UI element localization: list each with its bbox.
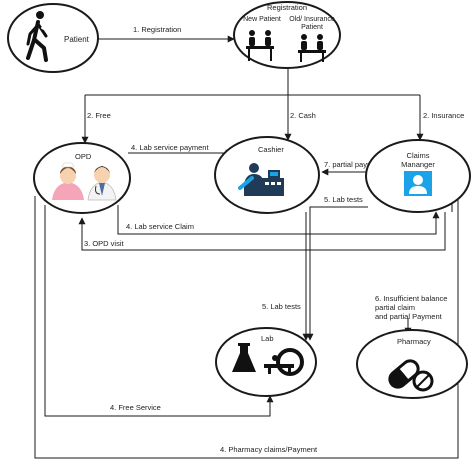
nurse-icon bbox=[52, 162, 84, 200]
edge-label-insufficient-1: 6. Insufficient balance bbox=[375, 294, 447, 303]
opd-label: OPD bbox=[75, 152, 92, 161]
node-patient: Patient bbox=[7, 3, 99, 73]
claims-manager-label-2: Mananger bbox=[401, 160, 435, 169]
patient-label: Patient bbox=[64, 35, 90, 44]
pill-icon bbox=[388, 359, 434, 392]
edge-labels: 1. Registration 2. Free 2. Cash 2. Insur… bbox=[84, 25, 464, 454]
registration-old-patient-label-2: Patient bbox=[301, 24, 323, 31]
cashier-ellipse bbox=[214, 136, 320, 214]
edge-free-service bbox=[44, 205, 274, 417]
node-claims-manager: Claims Mananger bbox=[365, 139, 471, 213]
registration-label: Registration bbox=[267, 3, 307, 12]
desk-clerk-icon bbox=[246, 30, 274, 61]
mri-scanner-icon bbox=[264, 348, 304, 376]
edge-label-free: 2. Free bbox=[87, 111, 111, 120]
edge-label-registration: 1. Registration bbox=[133, 25, 181, 34]
edge-lab-service-claim bbox=[117, 205, 440, 235]
edge-label-free-service: 4. Free Service bbox=[110, 403, 161, 412]
node-lab: Lab bbox=[215, 327, 317, 397]
claims-manager-label-1: Claims bbox=[407, 151, 430, 160]
node-cashier: Cashier bbox=[214, 136, 320, 214]
lab-label: Lab bbox=[261, 334, 274, 343]
edge-lab-tests-cashier bbox=[306, 206, 368, 341]
edge-label-lab-tests-lab: 5. Lab tests bbox=[262, 302, 301, 311]
edge-label-lab-service-claim: 4. Lab service Claim bbox=[126, 222, 194, 231]
edge-label-insurance: 2. Insurance bbox=[423, 111, 464, 120]
edge-label-insufficient-3: and partial Payment bbox=[375, 312, 443, 321]
flask-icon bbox=[232, 343, 256, 372]
registration-new-patient-label: New Patient bbox=[243, 16, 281, 23]
desk-clerk-icon-2 bbox=[298, 34, 326, 62]
doctor-icon bbox=[87, 166, 117, 201]
edge-label-opd-visit: 3. OPD visit bbox=[84, 239, 125, 248]
edge-label-partial-payment: 7. partial payment bbox=[324, 160, 385, 169]
registration-old-patient-label-1: Old/ Insurance bbox=[289, 16, 335, 23]
edge-label-lab-tests-cashier: 5. Lab tests bbox=[324, 195, 363, 204]
edge-label-insufficient-2: partial claim bbox=[375, 303, 415, 312]
cashier-register-icon bbox=[238, 163, 284, 196]
pharmacy-label: Pharmacy bbox=[397, 337, 431, 346]
user-icon bbox=[404, 171, 432, 196]
edge-label-cash: 2. Cash bbox=[290, 111, 316, 120]
node-opd: OPD bbox=[33, 142, 131, 214]
cashier-label: Cashier bbox=[258, 145, 284, 154]
edge-label-pharmacy-claims: 4. Pharmacy claims/Payment bbox=[220, 445, 318, 454]
edge-opd-visit bbox=[78, 212, 446, 251]
node-pharmacy: Pharmacy bbox=[356, 329, 468, 399]
patient-walking-icon bbox=[26, 11, 51, 62]
node-registration: Registration New Patient Old/ Insurance … bbox=[233, 1, 341, 69]
edge-label-lab-service-payment: 4. Lab service payment bbox=[131, 143, 209, 152]
